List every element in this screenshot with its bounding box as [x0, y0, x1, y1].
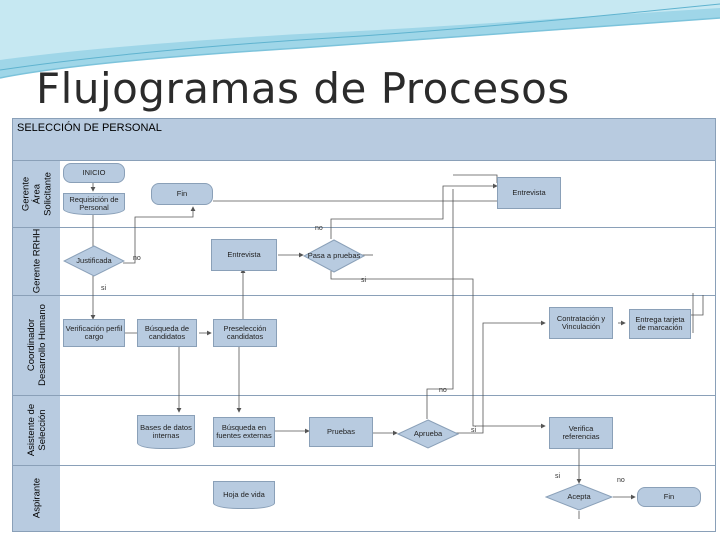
decision-label: Justificada: [76, 255, 112, 265]
header-wave-decoration: [0, 0, 720, 79]
requisicion-node: Requisición de Personal: [63, 193, 125, 215]
justificada-decision: Justificada: [63, 245, 125, 277]
lane-divider: [13, 465, 715, 466]
entrevista-gerente-node: Entrevista: [497, 177, 561, 209]
diagram-title-bar: SELECCIÓN DE PERSONAL: [13, 119, 715, 161]
contratacion-node: Contratación y Vinculación: [549, 307, 613, 339]
edge-label: no: [617, 477, 625, 484]
decision-label: Pasa a pruebas: [307, 250, 361, 260]
decision-label: Aprueba: [413, 428, 443, 438]
verifica-referencias-node: Verifica referencias: [549, 417, 613, 449]
entrevista-rrhh-node: Entrevista: [211, 239, 277, 271]
inicio-node: INICIO: [63, 163, 125, 183]
edge-label: si: [555, 473, 561, 480]
bases-datos-node: Bases de datos internas: [137, 415, 195, 449]
verificacion-node: Verificación perfil cargo: [63, 319, 125, 347]
busqueda-candidatos-node: Búsqueda de candidatos: [137, 319, 197, 347]
slide-title: Flujogramas de Procesos: [36, 64, 570, 113]
fin-top-node: Fin: [151, 183, 213, 205]
lane-divider: [13, 395, 715, 396]
edge-label: no: [439, 387, 447, 394]
flowchart-diagram: SELECCIÓN DE PERSONAL Gerente Área Solic…: [12, 118, 716, 532]
edge-label: si: [361, 277, 367, 284]
connector-lines: [90, 174, 704, 519]
tarjeta-node: Entrega tarjeta de marcación: [629, 309, 691, 339]
busqueda-fuentes-node: Búsqueda en fuentes externas: [213, 417, 275, 447]
aprueba-decision: Aprueba: [397, 419, 459, 449]
pruebas-node: Pruebas: [309, 417, 373, 447]
edge-label: no: [133, 255, 141, 262]
lane-divider: [13, 227, 715, 228]
hoja-vida-node: Hoja de vida: [213, 481, 275, 509]
edge-label: si: [101, 285, 107, 292]
pasa-pruebas-decision: Pasa a pruebas: [303, 239, 365, 273]
diagram-title: SELECCIÓN DE PERSONAL: [17, 122, 162, 134]
edge-label: si: [471, 427, 477, 434]
acepta-decision: Acepta: [545, 483, 613, 511]
lane-divider: [13, 295, 715, 296]
preseleccion-node: Preselección candidatos: [213, 319, 277, 347]
edge-label: no: [315, 225, 323, 232]
fin-bottom-node: Fin: [637, 487, 701, 507]
lane-header-column: [13, 161, 60, 531]
decision-label: Acepta: [567, 491, 591, 501]
